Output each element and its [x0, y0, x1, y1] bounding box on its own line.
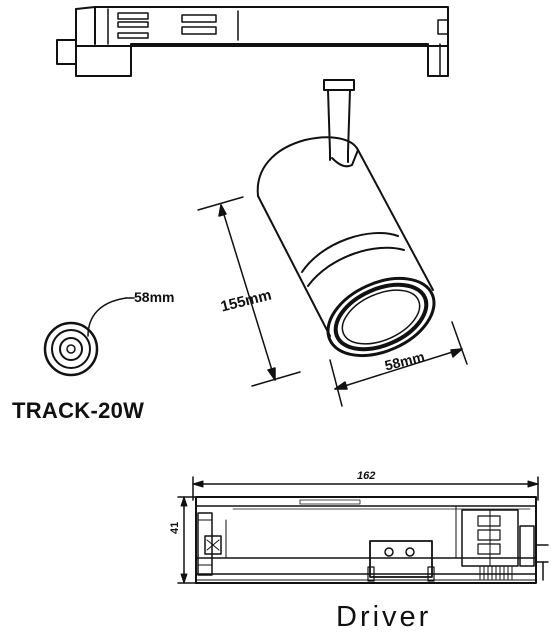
track-adapter	[56, 6, 449, 77]
end-view	[43, 297, 135, 377]
driver-height-label: 41	[169, 521, 181, 534]
width-dimension	[329, 321, 468, 407]
driver-length-label: 162	[357, 470, 376, 482]
height-dimension	[197, 196, 301, 387]
end-view-diameter-label: 58mm	[134, 289, 175, 305]
driver-drawing	[177, 476, 549, 584]
model-label: TRACK-20W	[12, 398, 145, 423]
spotlight-body	[256, 136, 436, 358]
stem	[323, 79, 355, 163]
driver-title: Driver	[336, 601, 432, 633]
